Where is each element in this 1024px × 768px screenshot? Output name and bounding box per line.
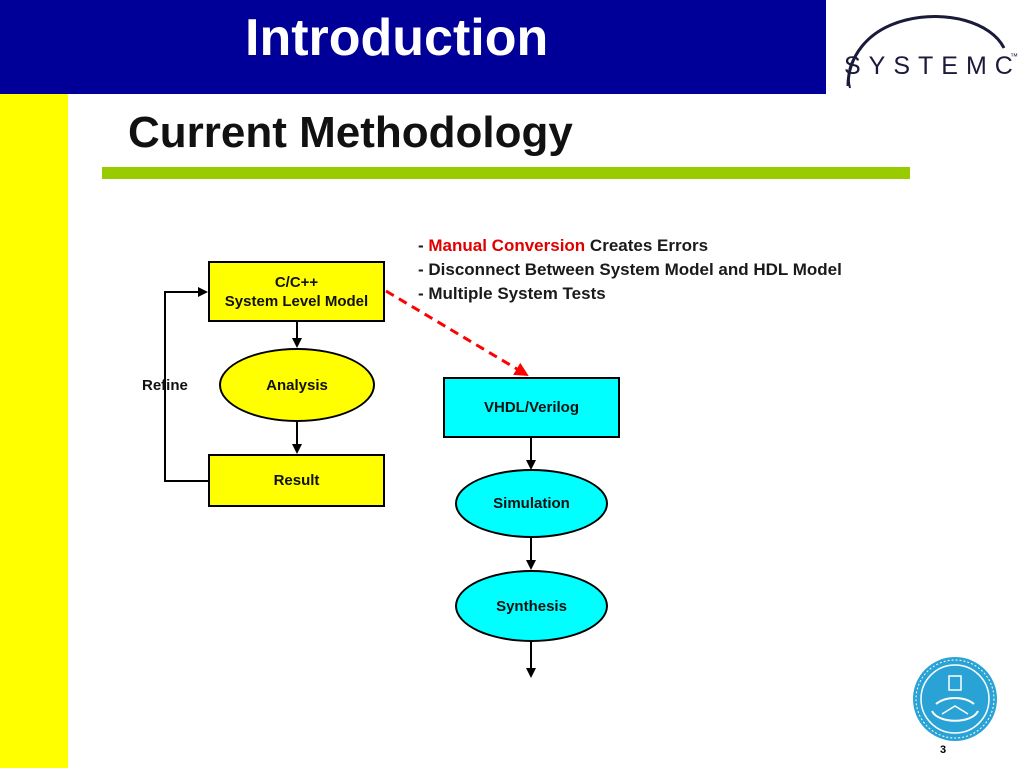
bullet-item: - Manual Conversion Creates Errors [418,234,842,258]
node-label: C/C++ [274,273,319,291]
node-label: System Level Model [224,292,369,310]
refine-loop-line [164,287,208,482]
node-label: Result [273,472,320,489]
node-label: Analysis [266,376,328,394]
manual-conversion-arrow [385,289,529,377]
bullet-dash: - [418,260,429,279]
logo-trademark: ™ [1010,52,1018,61]
slide-title: Introduction [245,9,549,67]
synthesis-node: Synthesis [455,570,608,642]
analysis-node: Analysis [219,348,375,422]
page-number: 3 [940,744,947,756]
left-accent-bar [0,94,68,768]
bullet-list: - Manual Conversion Creates Errors - Dis… [418,234,842,306]
bullet-text: Creates Errors [585,236,709,255]
result-node: Result [208,454,385,507]
bullet-item: - Disconnect Between System Model and HD… [418,258,842,282]
node-label: VHDL/Verilog [483,399,580,416]
refine-label: Refine [142,377,188,394]
logo-text: SYSTEMC [844,52,1021,80]
slide-heading: Current Methodology [128,108,573,157]
bullet-text: Multiple System Tests [428,284,606,303]
node-label: Simulation [493,495,570,512]
system-level-model-node: C/C++ System Level Model [208,261,385,322]
header-bar: Introduction [0,0,826,94]
university-seal-icon [913,657,997,741]
bullet-dash: - [418,284,429,303]
bullet-dash: - [418,236,429,255]
systemc-logo: SYSTEMC ™ [826,0,1024,94]
heading-underline [102,167,910,179]
node-label: Synthesis [496,597,567,615]
bullet-highlight: Manual Conversion [428,236,586,255]
simulation-node: Simulation [455,469,608,538]
vhdl-verilog-node: VHDL/Verilog [443,377,620,438]
logo-swoosh-icon [846,15,1006,89]
bullet-item: - Multiple System Tests [418,282,842,306]
bullet-text: Disconnect Between System Model and HDL … [428,260,842,279]
